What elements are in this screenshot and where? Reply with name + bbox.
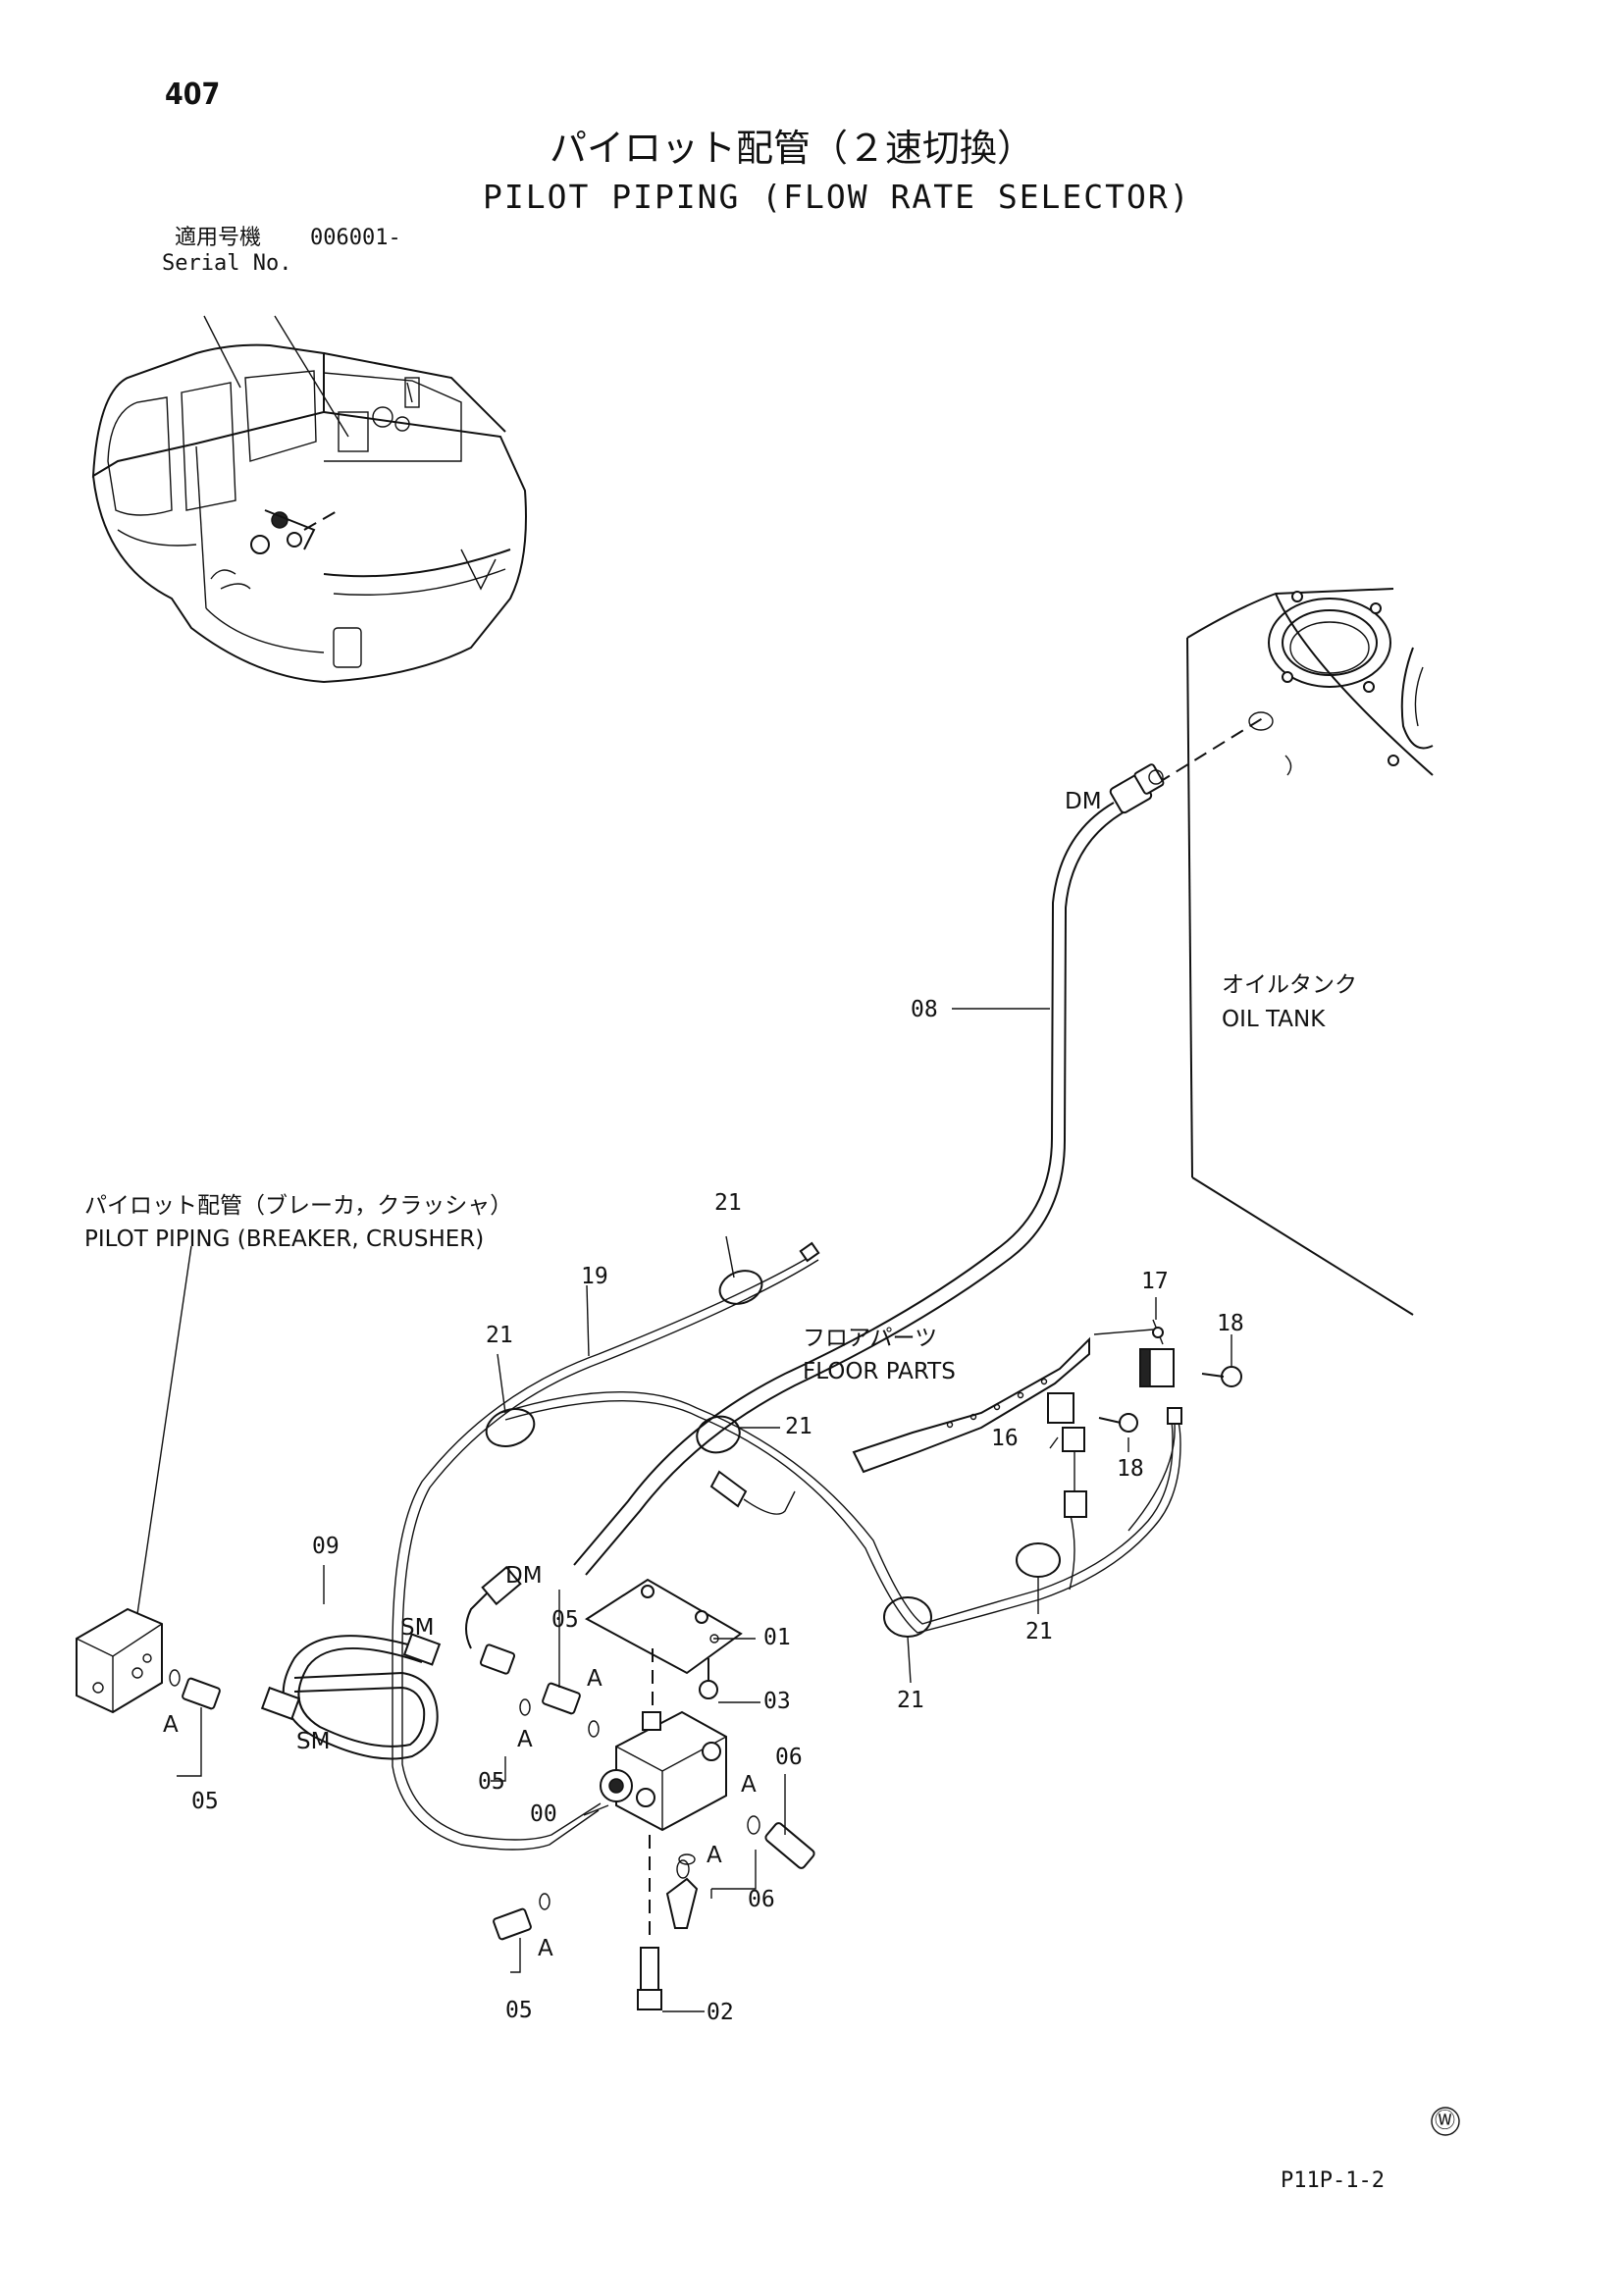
clamp-21-group xyxy=(485,1270,1061,1638)
title-english: PILOT PIPING (FLOW RATE SELECTOR) xyxy=(483,178,1191,216)
hose-dm-short xyxy=(465,1565,522,1649)
bolt-03 xyxy=(699,1658,718,1699)
part-label-21-left: 21 xyxy=(486,1323,513,1348)
part-label-09: 09 xyxy=(312,1534,340,1559)
mark-a-2: A xyxy=(587,1666,602,1692)
part-label-18-right: 18 xyxy=(1217,1311,1244,1336)
mark-a-5: A xyxy=(707,1843,722,1868)
watermark-circle xyxy=(1431,2107,1460,2136)
title-japanese: パイロット配管（２速切換） xyxy=(550,127,1035,170)
part-label-00: 00 xyxy=(530,1801,557,1827)
oil-tank-label-en: OIL TANK xyxy=(1222,1007,1326,1032)
mark-a-1: A xyxy=(163,1712,179,1738)
floor-parts-label-en: FLOOR PARTS xyxy=(803,1359,956,1384)
floor-parts-bracket xyxy=(852,1329,1154,1474)
adapter-05-group xyxy=(169,1644,600,1941)
breaker-piping-label-jp: パイロット配管（ブレーカ，クラッシャ） xyxy=(84,1193,513,1219)
hose-08 xyxy=(573,715,1267,1576)
part-label-21-mid: 21 xyxy=(785,1414,812,1439)
mark-sm-upper: SM xyxy=(400,1615,435,1641)
page-number: 407 xyxy=(165,78,221,112)
part-label-19: 19 xyxy=(581,1264,608,1289)
mounting-plate-01 xyxy=(585,1578,743,1707)
part-label-02: 02 xyxy=(707,2000,734,2025)
part-label-05-bottom: 05 xyxy=(505,1998,533,2023)
part-label-06-upper: 06 xyxy=(775,1745,803,1770)
bolt-02 xyxy=(637,1835,662,2010)
serial-label-english: Serial No. xyxy=(162,251,292,276)
part-label-05-upper: 05 xyxy=(551,1607,579,1633)
part-label-05-left: 05 xyxy=(191,1789,219,1814)
excavator-overview-illustration xyxy=(91,315,527,684)
part-label-06-lower: 06 xyxy=(748,1887,775,1912)
breaker-piping-label-en: PILOT PIPING (BREAKER, CRUSHER) xyxy=(84,1226,485,1252)
mark-dm-lower: DM xyxy=(505,1563,543,1589)
part-label-16: 16 xyxy=(991,1426,1019,1451)
mark-dm-top: DM xyxy=(1065,789,1102,814)
part-label-21-top: 21 xyxy=(714,1190,742,1216)
watermark-symbol: Ⓦ xyxy=(1435,2109,1455,2132)
part-label-18-left: 18 xyxy=(1117,1456,1144,1482)
mark-a-4: A xyxy=(741,1772,757,1798)
part-label-21-bottom: 21 xyxy=(897,1688,924,1713)
part-label-17: 17 xyxy=(1141,1269,1169,1294)
hose-09 xyxy=(260,1633,442,1760)
oil-tank-illustration xyxy=(1186,588,1434,1316)
callout-leader-lines xyxy=(177,1008,1232,2012)
mark-a-6: A xyxy=(538,1936,553,1961)
serial-number-value: 006001- xyxy=(310,226,401,250)
oil-tank-label-jp: オイルタンク xyxy=(1222,972,1357,998)
switch-17 xyxy=(1127,1319,1182,1532)
part-label-01: 01 xyxy=(763,1625,791,1650)
mark-a-3: A xyxy=(517,1727,533,1752)
drawing-code: P11P-1-2 xyxy=(1281,2168,1385,2193)
bolt-18-group xyxy=(1098,1366,1242,1433)
floor-parts-label-jp: フロアパーツ xyxy=(803,1326,938,1351)
serial-label-japanese: 適用号機 xyxy=(175,226,262,250)
part-label-03: 03 xyxy=(763,1689,791,1714)
part-label-21-right: 21 xyxy=(1025,1619,1053,1644)
mark-sm-lower: SM xyxy=(296,1729,331,1754)
part-label-08: 08 xyxy=(911,997,938,1022)
flow-selector-valve-00 xyxy=(600,1710,727,1832)
part-label-05-middle: 05 xyxy=(478,1769,505,1795)
elbow-06-group xyxy=(665,1815,815,1929)
pilot-block-breaker xyxy=(76,1245,192,1714)
relay-switch-16 xyxy=(1047,1392,1087,1518)
